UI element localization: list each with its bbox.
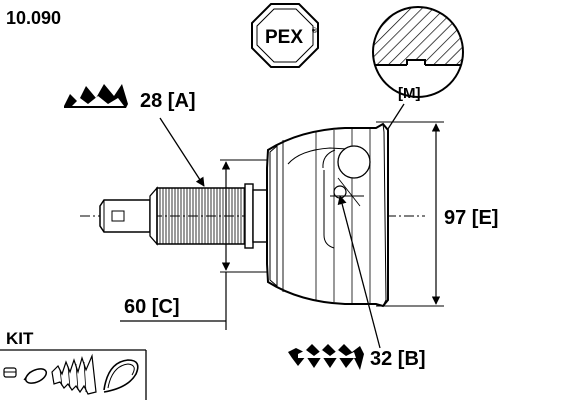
- part-number: 10.090: [6, 8, 61, 28]
- pex-logo: PEX ®: [251, 3, 319, 68]
- spline-shaft: [156, 183, 268, 249]
- label-a: 28 [A]: [140, 90, 196, 112]
- boot-icon: [51, 353, 97, 395]
- label-e: 97 [E]: [444, 207, 498, 229]
- kit-section: KIT: [0, 329, 147, 400]
- spring-clip-icon: [23, 368, 48, 384]
- spline-teeth-icon-b: [288, 344, 364, 370]
- registered-mark: ®: [312, 27, 318, 35]
- pex-logo-text: PEX: [265, 27, 303, 48]
- dimension-b: 32 [B]: [288, 195, 426, 370]
- label-m: [M]: [398, 85, 421, 102]
- shaft-stub: [99, 186, 158, 246]
- spline-teeth-icon-a: [64, 84, 128, 108]
- dimension-a: 28 [A]: [64, 84, 205, 187]
- clamp-icon: [3, 367, 17, 378]
- dimension-c: 60 [C]: [120, 159, 268, 330]
- dimension-e: 97 [E]: [376, 121, 498, 307]
- label-b: 32 [B]: [370, 348, 426, 370]
- detail-m-circle: [372, 6, 464, 98]
- band-icon: [103, 359, 139, 393]
- kit-label: KIT: [6, 329, 34, 348]
- outer-housing: [266, 122, 389, 308]
- label-c: 60 [C]: [124, 296, 180, 318]
